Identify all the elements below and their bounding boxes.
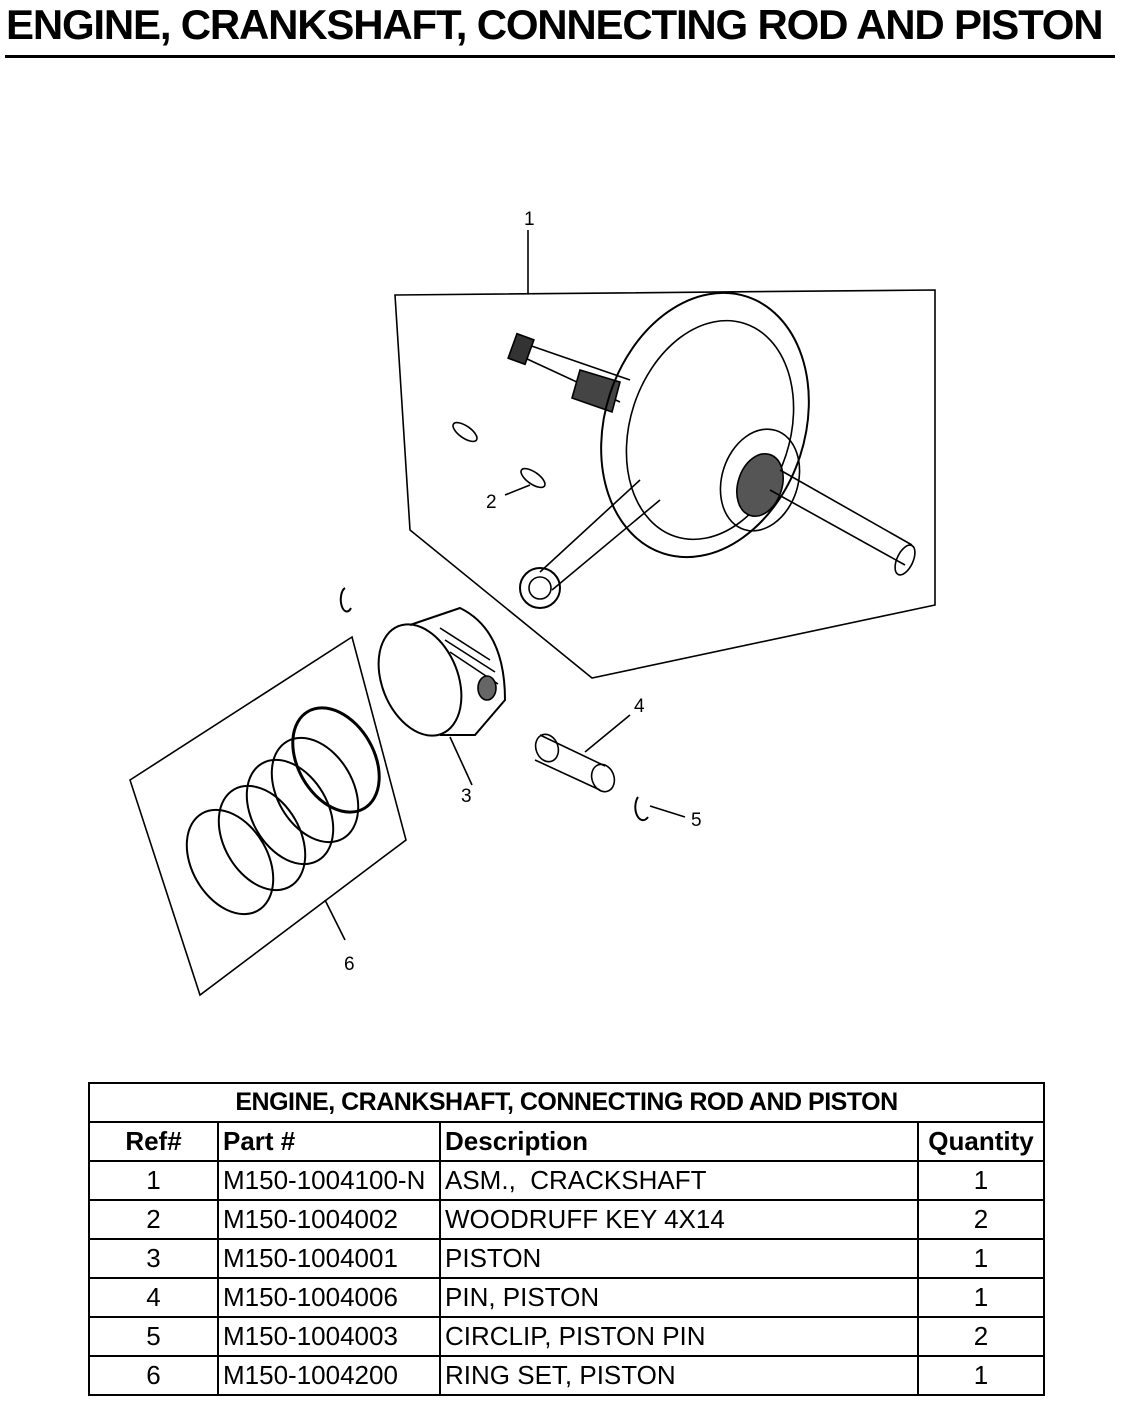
cell-quantity: 2 bbox=[916, 1199, 1046, 1240]
table-row: 6 M150-1004200 RING SET, PISTON 1 bbox=[88, 1355, 1046, 1396]
cell-quantity: 1 bbox=[916, 1355, 1046, 1396]
header-ref: Ref# bbox=[88, 1121, 219, 1162]
callout-4: 4 bbox=[634, 696, 645, 717]
leader-line-3 bbox=[449, 736, 473, 786]
cell-ref: 1 bbox=[88, 1160, 219, 1201]
header-description: Description bbox=[439, 1121, 919, 1162]
cell-part-number: M150-1004001 bbox=[217, 1238, 441, 1279]
table-header-row: Ref# Part # Description Quantity bbox=[88, 1121, 1046, 1162]
table-caption-row: ENGINE, CRANKSHAFT, CONNECTING ROD AND P… bbox=[87, 1082, 1046, 1123]
woodruff-key-b bbox=[520, 467, 546, 489]
cell-description: PISTON bbox=[439, 1238, 919, 1279]
crankshaft-assembly bbox=[507, 291, 916, 609]
callout-1: 1 bbox=[524, 209, 535, 230]
cell-part-number: M150-1004006 bbox=[217, 1277, 441, 1318]
table-row: 5 M150-1004003 CIRCLIP, PISTON PIN 2 bbox=[88, 1316, 1046, 1357]
cell-ref: 4 bbox=[88, 1277, 219, 1318]
header-part-number: Part # bbox=[217, 1121, 441, 1162]
callout-3: 3 bbox=[461, 786, 472, 807]
table-caption: ENGINE, CRANKSHAFT, CONNECTING ROD AND P… bbox=[87, 1082, 1046, 1123]
table-row: 4 M150-1004006 PIN, PISTON 1 bbox=[88, 1277, 1046, 1318]
cell-quantity: 1 bbox=[916, 1277, 1046, 1318]
parts-table: ENGINE, CRANKSHAFT, CONNECTING ROD AND P… bbox=[87, 1082, 1046, 1396]
circlip-top bbox=[339, 587, 352, 613]
header-quantity: Quantity bbox=[916, 1121, 1046, 1162]
cell-description: PIN, PISTON bbox=[439, 1277, 919, 1318]
cell-part-number: M150-1004003 bbox=[217, 1316, 441, 1357]
cell-description: ASM., CRACKSHAFT bbox=[439, 1160, 919, 1201]
cell-quantity: 1 bbox=[916, 1238, 1046, 1279]
cell-part-number: M150-1004200 bbox=[217, 1355, 441, 1396]
cell-description: WOODRUFF KEY 4X14 bbox=[439, 1199, 919, 1240]
cell-ref: 6 bbox=[88, 1355, 219, 1396]
ring-set-frame bbox=[129, 635, 407, 997]
cell-ref: 2 bbox=[88, 1199, 219, 1240]
exploded-parts-diagram: 1 2 3 4 5 6 bbox=[129, 209, 936, 997]
cell-description: RING SET, PISTON bbox=[439, 1355, 919, 1396]
cell-ref: 3 bbox=[88, 1238, 219, 1279]
piston-pin bbox=[534, 733, 616, 793]
leader-line-5 bbox=[649, 805, 686, 818]
woodruff-key-a bbox=[452, 421, 478, 443]
cell-quantity: 2 bbox=[916, 1316, 1046, 1357]
leader-line-2 bbox=[504, 484, 531, 496]
leader-line-6 bbox=[324, 899, 346, 941]
table-row: 3 M150-1004001 PISTON 1 bbox=[88, 1238, 1046, 1279]
piston bbox=[377, 606, 507, 737]
title-rule bbox=[5, 55, 1115, 58]
table-row: 2 M150-1004002 WOODRUFF KEY 4X14 2 bbox=[88, 1199, 1046, 1240]
crankshaft-frame bbox=[394, 289, 936, 679]
callout-6: 6 bbox=[344, 954, 355, 975]
callout-2: 2 bbox=[486, 492, 497, 513]
circlip-bottom bbox=[634, 796, 649, 822]
cell-part-number: M150-1004002 bbox=[217, 1199, 441, 1240]
cell-part-number: M150-1004100-N bbox=[217, 1160, 441, 1201]
cell-ref: 5 bbox=[88, 1316, 219, 1357]
page-title: ENGINE, CRANKSHAFT, CONNECTING ROD AND P… bbox=[6, 1, 1104, 48]
callout-5: 5 bbox=[691, 810, 702, 831]
cell-quantity: 1 bbox=[916, 1160, 1046, 1201]
piston-rings bbox=[185, 706, 381, 916]
leader-line-4 bbox=[584, 714, 631, 753]
cell-description: CIRCLIP, PISTON PIN bbox=[439, 1316, 919, 1357]
table-row: 1 M150-1004100-N ASM., CRACKSHAFT 1 bbox=[88, 1160, 1046, 1201]
